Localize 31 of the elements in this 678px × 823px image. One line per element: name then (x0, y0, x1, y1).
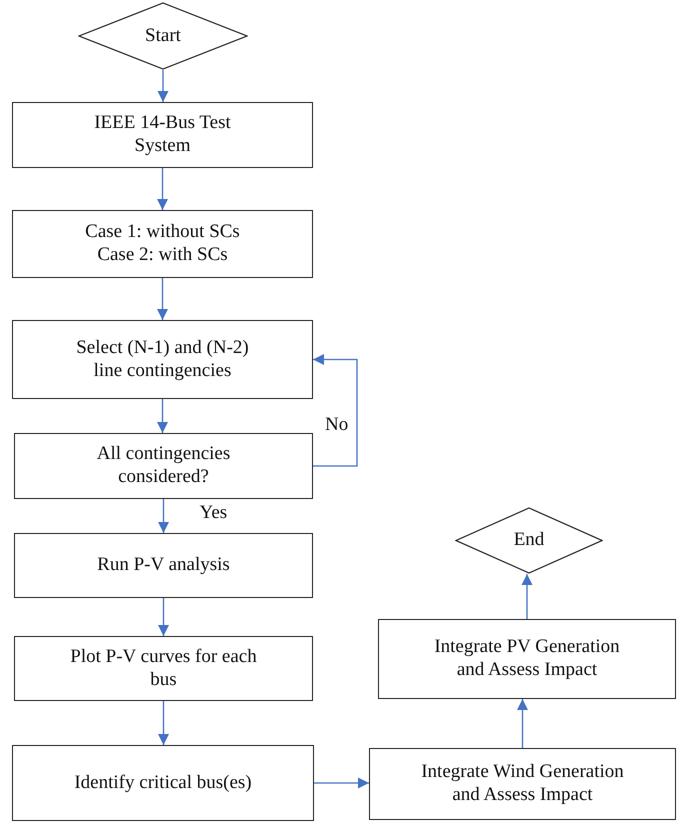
arrow (157, 278, 168, 320)
process-box (12, 210, 313, 278)
process-box (14, 533, 313, 598)
step-text: Plot P-V curves for each bus (69, 646, 258, 692)
arrow (158, 701, 169, 745)
step-text: Select (N-1) and (N-2) line contingencies (75, 336, 250, 382)
arrow (157, 399, 168, 433)
arrow (517, 699, 528, 748)
arrow (158, 499, 169, 533)
process-box (12, 320, 313, 399)
step-text: Run P-V analysis (97, 554, 230, 577)
process-box (369, 748, 676, 820)
arrow (157, 168, 168, 210)
arrow (313, 354, 358, 467)
step-text: All contingencies considered? (96, 443, 232, 489)
step-text: Case 1: without SCs Case 2: with SCs (84, 221, 241, 267)
arrow (314, 778, 369, 788)
terminal-label: End (514, 529, 544, 552)
terminal-label: Start (145, 24, 181, 48)
process-box (12, 745, 314, 821)
step-text: Integrate PV Generation and Assess Impact (433, 636, 621, 682)
step-text: Integrate Wind Generation and Assess Impact (420, 761, 625, 807)
arrow (158, 598, 169, 636)
process-box (12, 102, 313, 168)
step-text: IEEE 14-Bus Test System (93, 112, 232, 158)
step-text: Identify critical bus(es) (74, 772, 252, 794)
process-box (14, 636, 313, 701)
arrow (158, 70, 168, 102)
process-box (14, 433, 313, 499)
process-box (378, 619, 676, 699)
arrow (522, 574, 532, 619)
